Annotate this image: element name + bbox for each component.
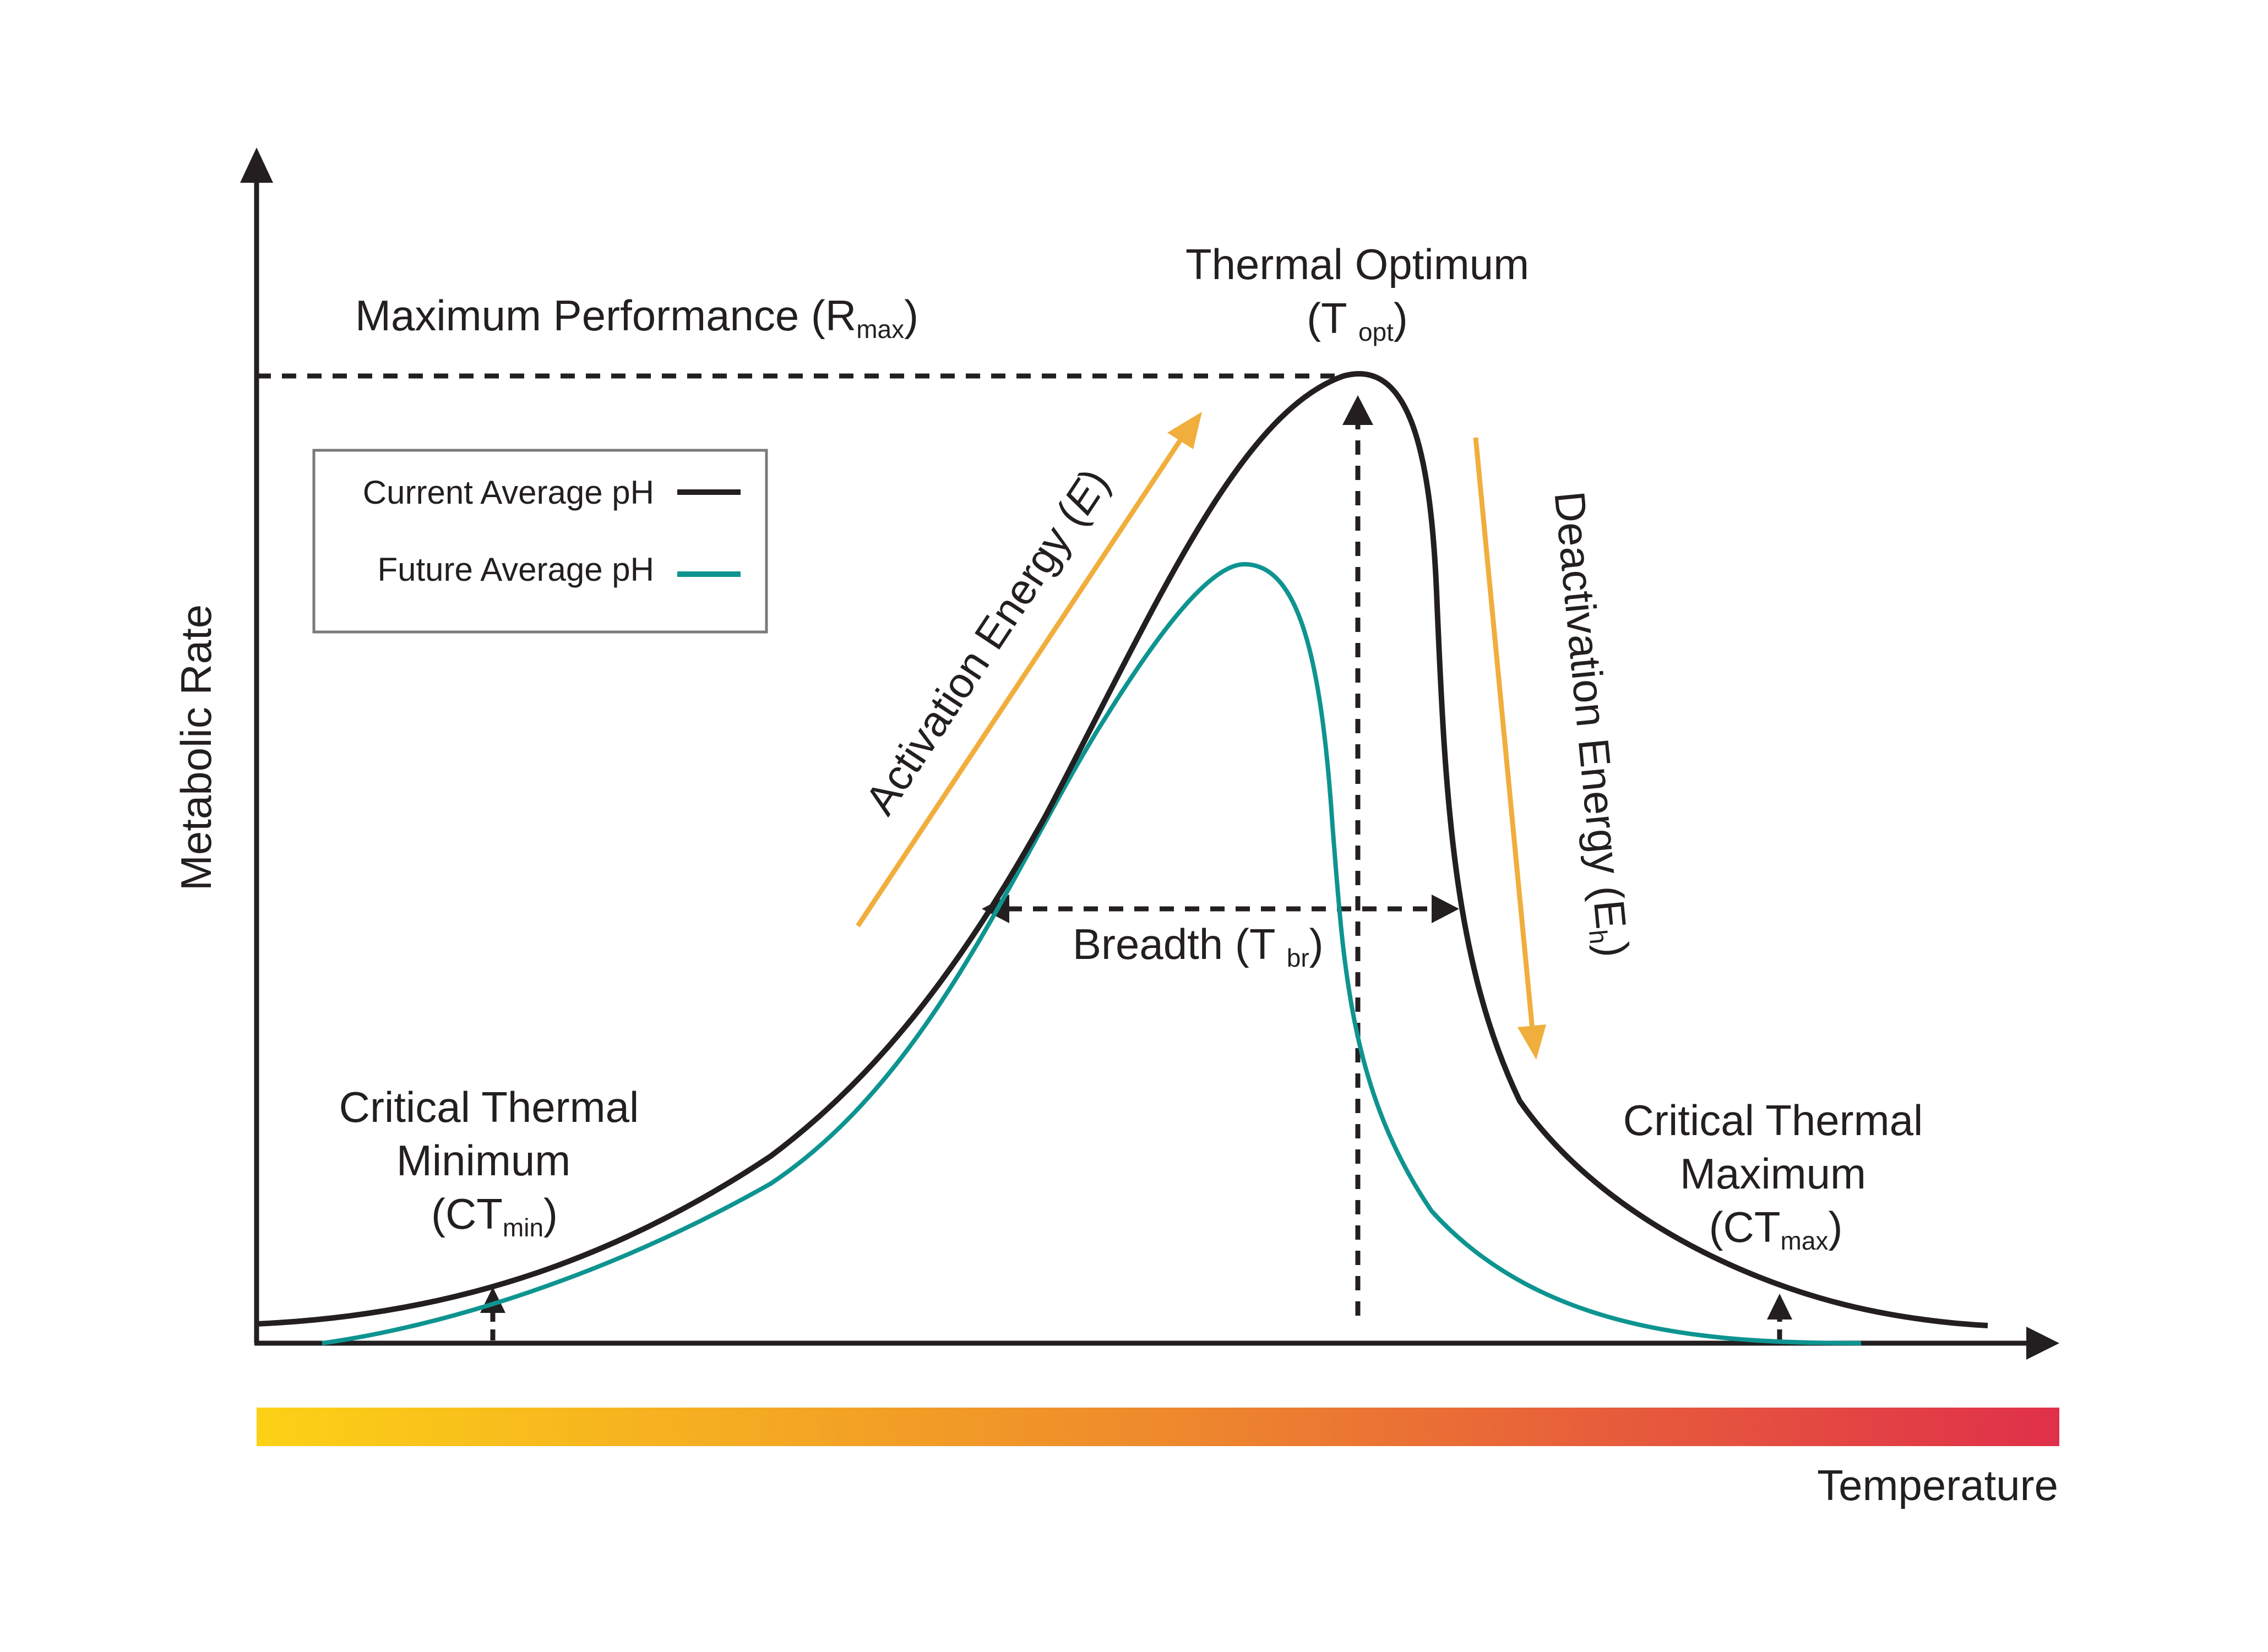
deactivation-energy-arrow xyxy=(1473,437,1535,1030)
ctmax-label-line1: Critical Thermal xyxy=(1623,1096,1923,1144)
current-ph-curve xyxy=(256,370,1988,1328)
ctmin-label-line1: Critical Thermal xyxy=(339,1083,639,1131)
ctmin-symbol: (CTmin) xyxy=(431,1190,558,1242)
legend: Current Average pH Future Average pH xyxy=(312,449,768,634)
y-axis-label: Metabolic Rate xyxy=(172,604,220,891)
future-ph-curve xyxy=(322,561,1862,1345)
legend-label-current: Current Average pH xyxy=(363,474,654,511)
x-axis-arrowhead xyxy=(2026,1327,2059,1360)
activation-energy-arrowhead xyxy=(1167,412,1202,449)
rmax-label: Maximum Performance (Rmax) xyxy=(355,291,918,344)
legend-box xyxy=(312,449,768,634)
ctmax-label-line2: Maximum xyxy=(1680,1149,1866,1198)
x-axis xyxy=(254,1327,2059,1360)
temperature-gradient-bar xyxy=(257,1408,2059,1446)
y-axis-arrowhead xyxy=(240,148,273,183)
breadth-label: Breadth (T br) xyxy=(1073,920,1324,972)
topt-label: Thermal Optimum xyxy=(1185,240,1529,288)
legend-label-future: Future Average pH xyxy=(377,551,654,588)
breadth-right-arrowhead xyxy=(1432,895,1459,923)
activation-energy-arrow xyxy=(856,433,1186,928)
topt-symbol: (T opt) xyxy=(1307,294,1408,346)
ctmin-label-line2: Minimum xyxy=(396,1136,570,1185)
deactivation-energy-label: Deactivation Energy (Eh) xyxy=(1541,489,1638,959)
y-axis xyxy=(240,148,273,1343)
deactivation-energy-arrowhead xyxy=(1518,1024,1546,1060)
topt-arrowhead xyxy=(1342,395,1373,425)
ctmax-symbol: (CTmax) xyxy=(1709,1203,1843,1255)
x-axis-label: Temperature xyxy=(1817,1461,2058,1509)
activation-energy-label: Activation Energy (E) xyxy=(856,460,1119,823)
ctmax-arrowhead xyxy=(1767,1294,1792,1320)
